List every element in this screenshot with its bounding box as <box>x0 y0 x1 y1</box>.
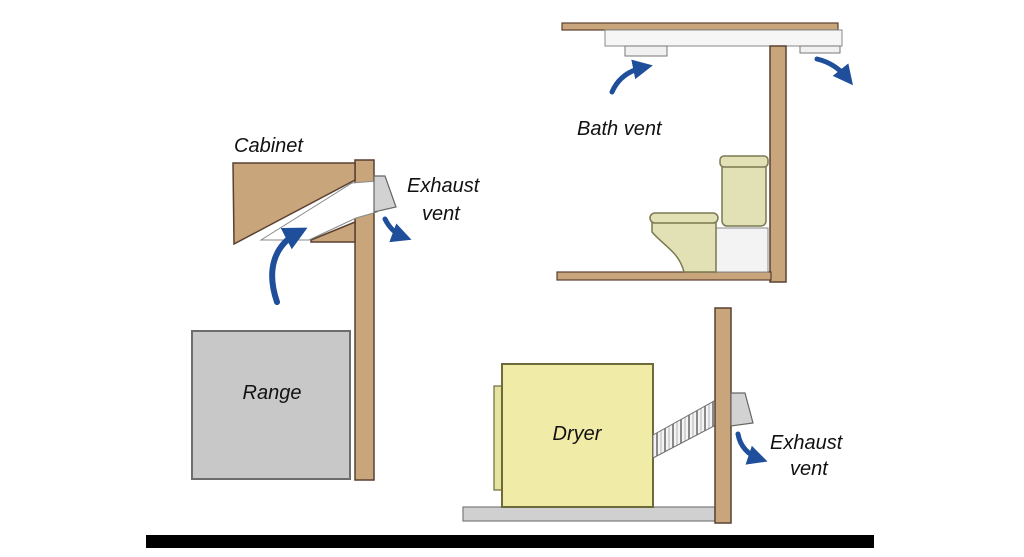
dryer <box>501 363 654 508</box>
toilet-tank <box>721 157 767 227</box>
dryer-exhaust-label-line2: vent <box>790 458 829 480</box>
dryer-exhaust-label-line1: Exhaust <box>770 432 844 454</box>
bath-floor <box>556 271 772 281</box>
bath-intake-arrow-icon <box>609 59 653 95</box>
kitchen-exhaust-hood <box>373 175 397 213</box>
bath-exhaust-arrow-icon <box>814 56 853 86</box>
kitchen-wall <box>354 159 375 481</box>
exhaust-vent-label-line2: vent <box>422 203 461 225</box>
kitchen-duct <box>259 180 378 241</box>
cabinet-lower <box>310 220 356 243</box>
toilet-base <box>715 227 769 273</box>
dryer-flex-duct-icon <box>652 399 717 459</box>
ceiling <box>561 22 839 31</box>
toilet-seat <box>649 212 719 224</box>
floor-line <box>146 535 874 548</box>
dryer-label: Dryer <box>553 423 603 445</box>
laundry-wall <box>714 307 732 524</box>
bath-vent-label: Bath vent <box>577 118 663 140</box>
bath-vent-outlet <box>799 45 841 54</box>
dryer-exhaust-arrow-icon <box>735 431 768 465</box>
kitchen-exhaust-arrow-icon <box>382 216 412 243</box>
exhaust-vent-label-line1: Exhaust <box>407 175 481 197</box>
range-label: Range <box>243 382 302 404</box>
range-airflow-arrow-icon <box>269 227 308 305</box>
bath-wall <box>769 45 787 283</box>
toilet-tank-lid <box>719 155 769 168</box>
toilet-bowl <box>651 217 717 273</box>
kitchen-group: Cabinet Range Exhaust vent <box>191 135 481 481</box>
bath-ceiling-panel <box>604 29 843 47</box>
bath-vent-fan <box>624 45 668 57</box>
dryer-exhaust-hood <box>730 392 754 427</box>
bathroom-group: Bath vent <box>556 22 853 283</box>
cabinet-label: Cabinet <box>234 135 304 157</box>
dryer-platform <box>462 506 716 522</box>
range <box>191 330 351 480</box>
laundry-group: Dryer Exhaust vent <box>462 307 844 524</box>
cabinet <box>232 162 356 246</box>
